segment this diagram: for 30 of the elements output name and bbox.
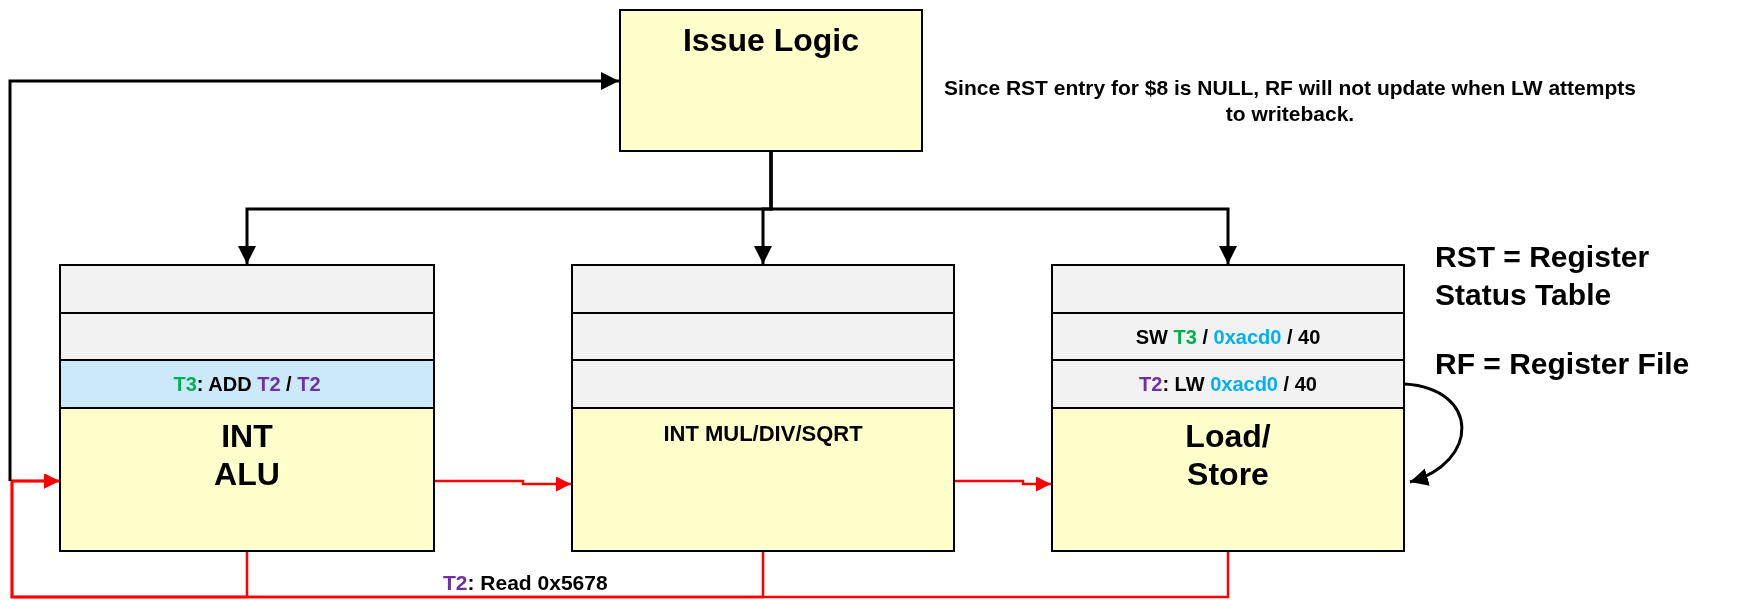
empty-row [571, 264, 955, 314]
empty-row [59, 264, 435, 314]
unit-label: INT ALU [213, 417, 281, 494]
empty-row [571, 359, 955, 409]
arrow [10, 473, 1230, 599]
table-row [1051, 359, 1405, 409]
empty-row [59, 312, 435, 361]
table-row [1051, 312, 1405, 361]
arrow [8, 72, 619, 481]
unit-box [1051, 407, 1405, 552]
arrow [435, 476, 571, 492]
unit-box [59, 407, 435, 552]
empty-row [1051, 264, 1405, 314]
empty-row [571, 312, 955, 361]
unit-label: INT MUL/DIV/SQRT [663, 421, 863, 448]
row-text: SW T3 / 0xacd0 / 40 [1135, 324, 1321, 349]
note-text: RF = Register File [1435, 346, 1691, 382]
bus-label: T2: Read 0x5678 [443, 570, 609, 596]
arrow [955, 476, 1051, 492]
unit-box [619, 9, 923, 152]
unit-box [571, 407, 955, 552]
table-row [59, 359, 435, 409]
row-text: T3: ADD T2 / T2 [173, 372, 321, 396]
note-text: RST = Register Status Table [1435, 239, 1651, 313]
arrow [769, 152, 1237, 264]
unit-label: Load/ Store [1184, 417, 1272, 494]
unit-label: Issue Logic [682, 21, 859, 60]
row-text: T2: LW 0xacd0 / 40 [1139, 372, 1317, 396]
arrow [1404, 382, 1464, 485]
note-text: Since RST entry for $8 is NULL, RF will not update when LW attempts to writeback. [943, 75, 1637, 128]
